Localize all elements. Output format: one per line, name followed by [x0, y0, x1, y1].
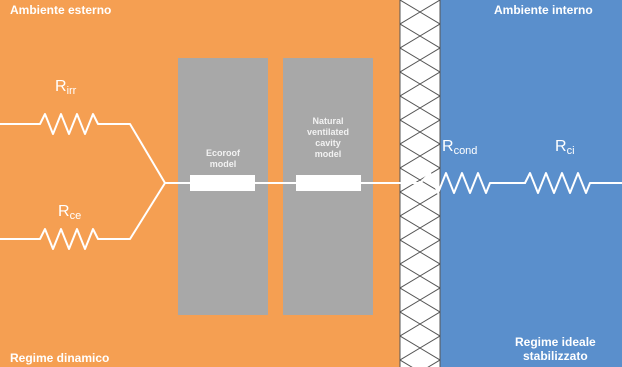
cavity-line3: cavity — [315, 138, 341, 148]
ideal-regime-label: Regime ideale stabilizzato — [515, 335, 596, 363]
resistor-irr-label: Rirr — [55, 78, 77, 97]
ideal-regime-line2: stabilizzato — [523, 349, 588, 363]
ecoroof-model-label: Ecoroof model — [178, 148, 268, 170]
cavity-line1: Natural — [312, 116, 344, 126]
cavity-line2: ventilated — [306, 127, 349, 137]
resistor-ce-symbol — [0, 182, 166, 250]
resistor-ci-symbol — [524, 172, 622, 194]
ideal-regime-line1: Regime ideale — [515, 335, 596, 349]
cavity-model-label: Natural ventilated cavity model — [283, 116, 373, 160]
ecoroof-line1: Ecoroof — [205, 148, 240, 158]
resistor-cond-label: Rcond — [442, 138, 478, 157]
external-environment-label: Ambiente esterno — [10, 3, 112, 17]
resistor-ce-label: Rce — [58, 203, 82, 222]
dynamic-regime-label: Regime dinamico — [10, 351, 110, 365]
ecoroof-line2: model — [209, 159, 237, 169]
cavity-line4: model — [314, 149, 342, 159]
ecoroof-model-block — [190, 175, 255, 191]
resistor-cond-symbol — [419, 172, 526, 194]
resistor-irr-symbol — [0, 113, 166, 184]
internal-environment-label: Ambiente interno — [494, 3, 593, 17]
cavity-model-block — [296, 175, 361, 191]
resistor-ci-label: Rci — [555, 138, 575, 157]
